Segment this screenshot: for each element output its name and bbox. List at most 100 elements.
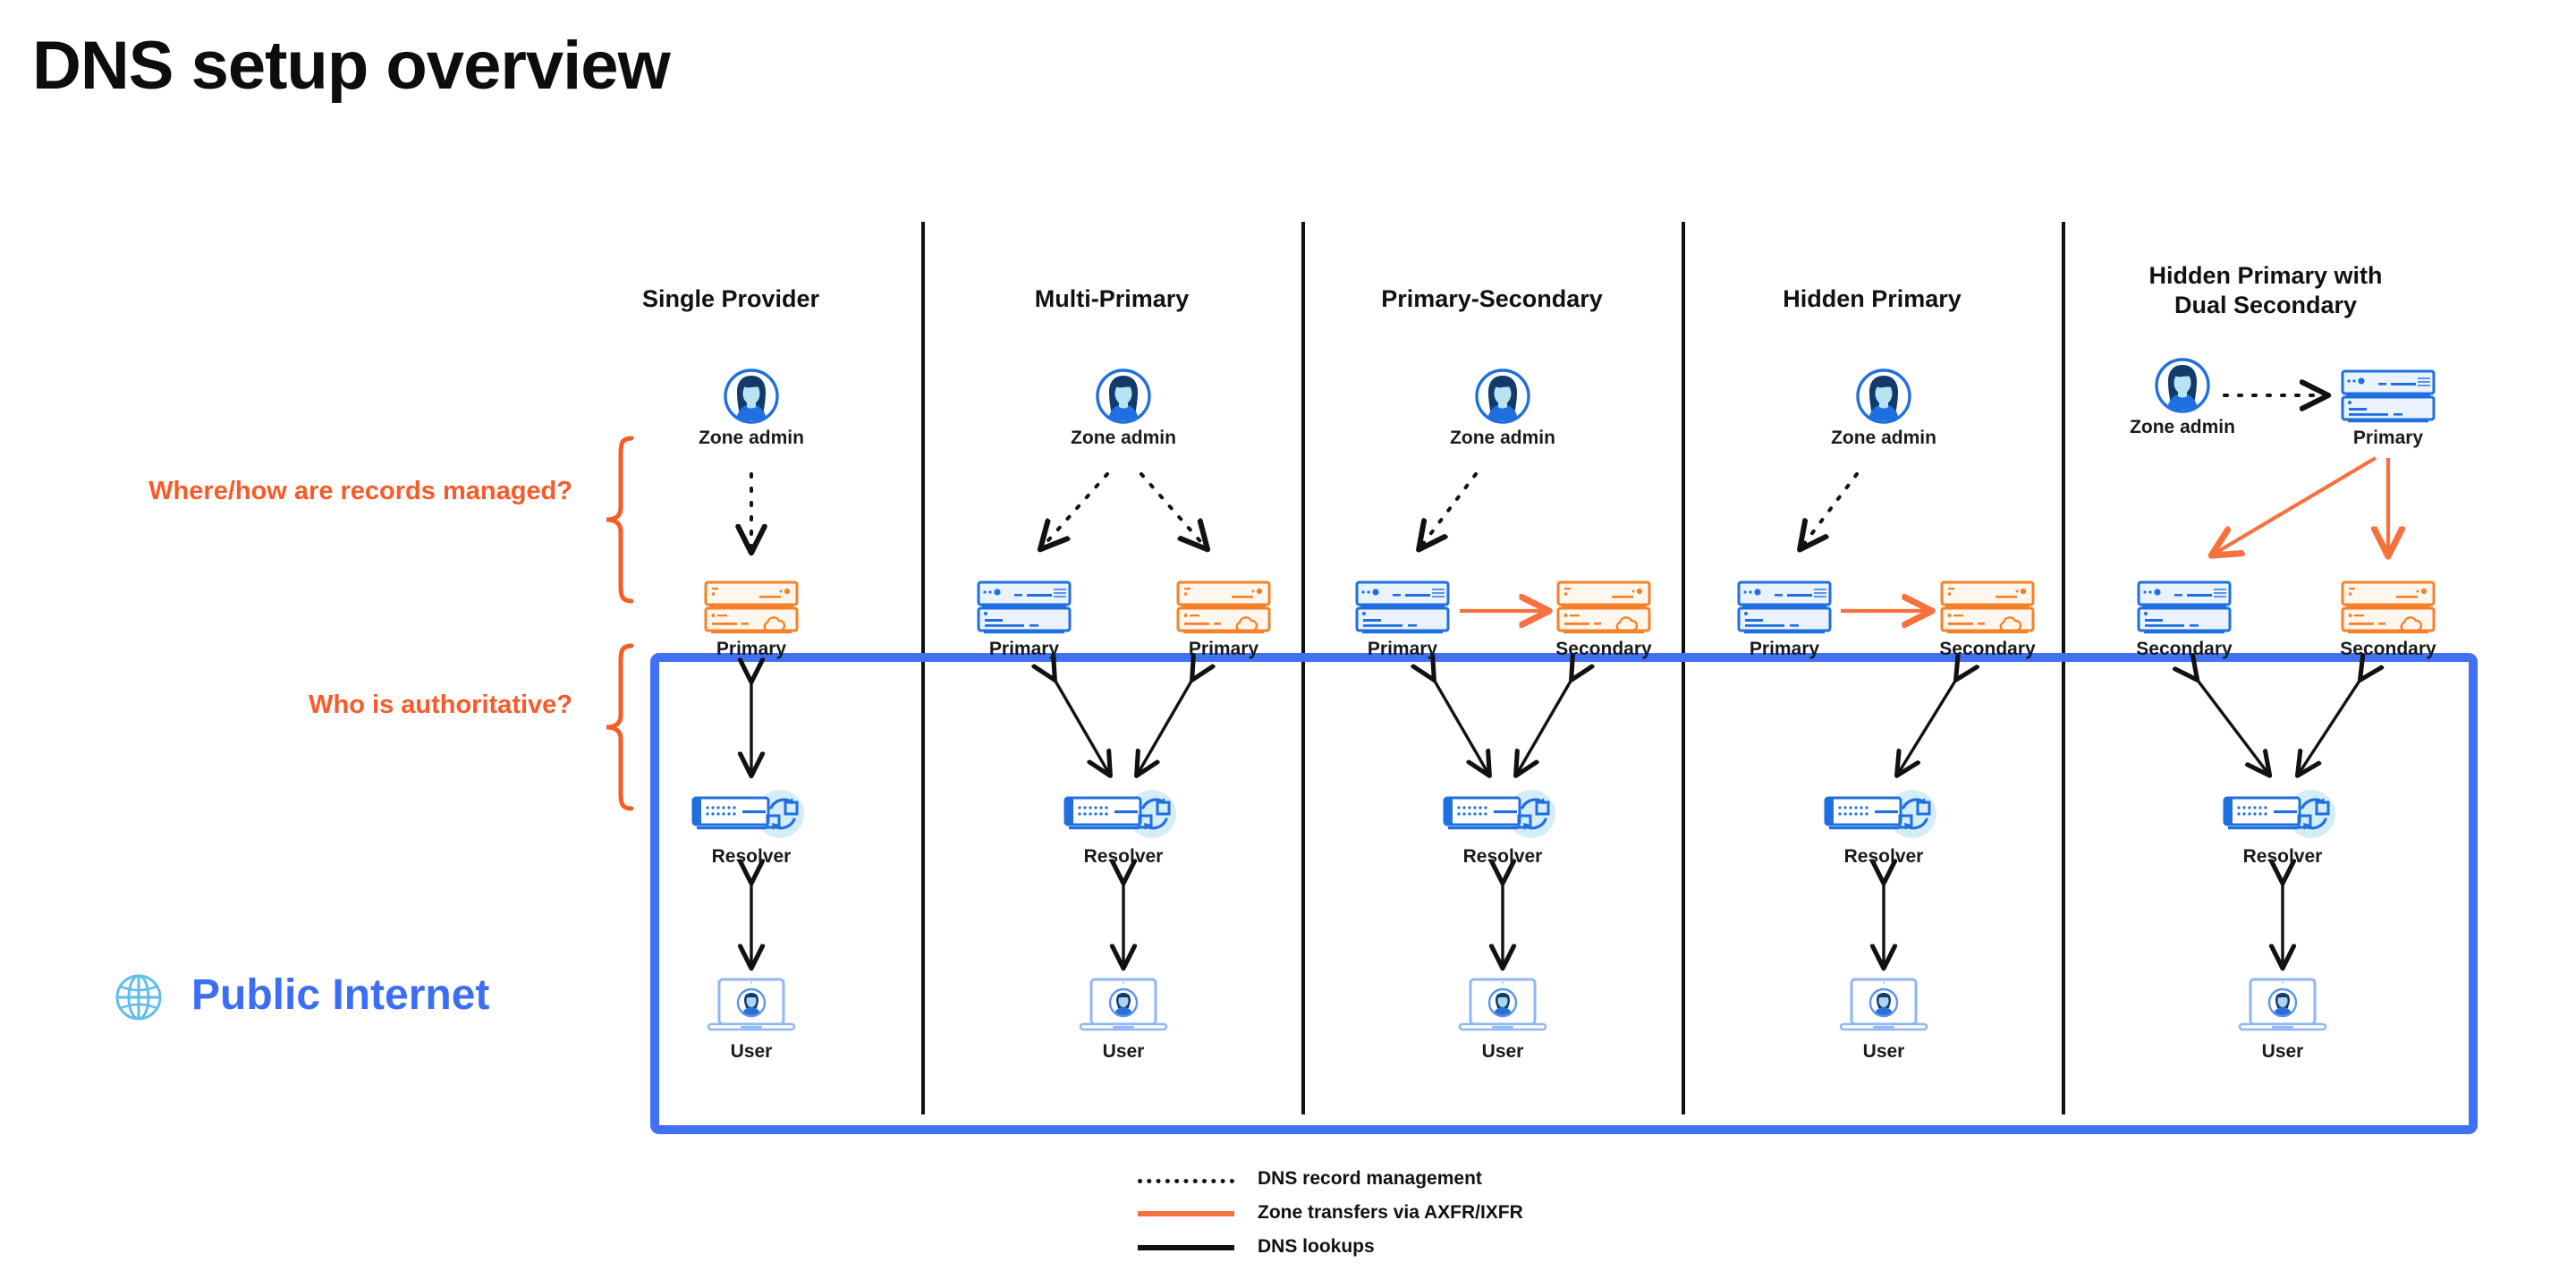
public-internet-label: Public Internet	[191, 971, 490, 1019]
column-divider-3	[1682, 222, 1685, 1114]
node-secondary-right-c5[interactable]: Secondary	[2339, 580, 2437, 659]
zone-admin-avatar-icon	[2155, 358, 2210, 413]
node-secondary-c4[interactable]: Secondary	[1938, 580, 2037, 659]
node-zone-admin-c5[interactable]: Zone admin	[2130, 358, 2235, 437]
laptop-user-icon	[2238, 978, 2327, 1031]
node-label-primary-right-c2: Primary	[1188, 639, 1259, 659]
node-label-primary-c4: Primary	[1749, 639, 1820, 659]
server-icon	[1556, 580, 1651, 634]
node-label-resolver-c3: Resolver	[1462, 846, 1543, 867]
resolver-icon	[691, 790, 804, 838]
node-label-primary-c5: Primary	[2352, 428, 2424, 448]
legend-swatch-dotted-line	[1138, 1179, 1234, 1183]
node-resolver-c5[interactable]: Resolver	[2222, 787, 2343, 867]
node-primary-c4[interactable]: Primary	[1735, 580, 1834, 659]
node-label-zone-admin-c5: Zone admin	[2130, 417, 2235, 437]
node-label-secondary-c4: Secondary	[1939, 639, 2036, 659]
node-label-secondary-c3: Secondary	[1555, 639, 1652, 659]
node-zone-admin-c3[interactable]: Zone admin	[1450, 369, 1555, 448]
annotation-records-managed-label: Where/how are records managed?	[148, 477, 572, 505]
column-header-primary-secondary: Primary-Secondary	[1381, 285, 1603, 312]
server-icon	[704, 580, 799, 634]
zone-admin-avatar-icon	[1856, 369, 1911, 424]
node-label-user-c3: User	[1481, 1041, 1524, 1062]
node-resolver-c2[interactable]: Resolver	[1063, 787, 1184, 867]
legend-swatch-black-line	[1138, 1245, 1234, 1250]
node-user-c3[interactable]: User	[1458, 977, 1547, 1062]
node-resolver-c1[interactable]: Resolver	[691, 787, 812, 867]
column-header-line2: Dual Secondary	[2174, 291, 2358, 318]
column-header-hidden-primary-dual-secondary: Hidden Primary with Dual Secondary	[2105, 261, 2427, 320]
node-user-c2[interactable]: User	[1079, 977, 1168, 1062]
server-icon	[1940, 580, 2035, 634]
arrow-admin-to-primary-c4	[1801, 472, 1859, 547]
resolver-icon	[1063, 790, 1176, 838]
node-primary-right-c2[interactable]: Primary	[1174, 580, 1273, 659]
node-label-primary-c1: Primary	[716, 639, 787, 659]
zone-admin-avatar-icon	[1475, 369, 1530, 424]
node-zone-admin-c4[interactable]: Zone admin	[1831, 369, 1936, 448]
node-label-user-c1: User	[730, 1041, 773, 1062]
node-label-user-c5: User	[2261, 1041, 2304, 1062]
node-zone-admin-c1[interactable]: Zone admin	[699, 369, 804, 448]
arrow-admin-to-primary-right-c2	[1140, 472, 1206, 547]
curly-brace-icon-1	[606, 436, 634, 604]
server-icon	[2341, 369, 2436, 423]
public-internet-boundary-box	[650, 653, 2478, 1134]
node-primary-c5[interactable]: Primary	[2339, 369, 2437, 448]
laptop-user-icon	[1839, 978, 1928, 1031]
node-primary-c1[interactable]: Primary	[702, 580, 801, 659]
node-primary-left-c2[interactable]: Primary	[975, 580, 1073, 659]
node-resolver-c3[interactable]: Resolver	[1442, 787, 1563, 867]
server-icon	[1737, 580, 1832, 634]
server-icon	[1355, 580, 1450, 634]
node-user-c5[interactable]: User	[2238, 977, 2327, 1062]
node-label-zone-admin-c1: Zone admin	[699, 428, 804, 448]
node-user-c1[interactable]: User	[707, 977, 796, 1062]
node-secondary-left-c5[interactable]: Secondary	[2135, 580, 2233, 659]
laptop-user-icon	[1079, 978, 1168, 1031]
legend-label-dns-record-management: DNS record management	[1258, 1168, 1482, 1189]
node-label-secondary-left-c5: Secondary	[2136, 639, 2233, 659]
server-icon	[2341, 580, 2436, 634]
globe-icon	[115, 974, 162, 1021]
server-icon	[1176, 580, 1271, 634]
column-divider-2	[1301, 222, 1305, 1114]
node-secondary-c3[interactable]: Secondary	[1555, 580, 1653, 659]
node-resolver-c4[interactable]: Resolver	[1823, 787, 1945, 867]
node-label-primary-left-c2: Primary	[988, 639, 1060, 659]
node-label-resolver-c4: Resolver	[1843, 846, 1924, 867]
column-divider-4	[2062, 222, 2065, 1114]
arrow-admin-to-primary-left-c2	[1042, 472, 1109, 547]
node-label-primary-c3: Primary	[1367, 639, 1438, 659]
zone-admin-avatar-icon	[1096, 369, 1151, 424]
node-primary-c3[interactable]: Primary	[1353, 580, 1452, 659]
node-label-resolver-c1: Resolver	[711, 846, 792, 867]
node-label-secondary-right-c5: Secondary	[2340, 639, 2436, 659]
server-icon	[2137, 580, 2232, 634]
legend-label-zone-transfers: Zone transfers via AXFR/IXFR	[1258, 1202, 1523, 1223]
column-header-line1: Hidden Primary with	[2148, 262, 2383, 289]
zone-admin-avatar-icon	[724, 369, 779, 424]
legend-label-dns-lookups: DNS lookups	[1258, 1236, 1375, 1257]
legend-swatch-orange-line	[1138, 1211, 1234, 1216]
resolver-icon	[2223, 790, 2335, 838]
server-icon	[977, 580, 1072, 634]
node-label-zone-admin-c2: Zone admin	[1071, 428, 1176, 448]
column-divider-1	[921, 222, 925, 1114]
column-header-multi-primary: Multi-Primary	[1034, 285, 1190, 312]
column-header-hidden-primary: Hidden Primary	[1783, 285, 1962, 312]
node-zone-admin-c2[interactable]: Zone admin	[1071, 369, 1176, 448]
annotation-authoritative-label: Who is authoritative?	[309, 691, 572, 719]
page-title: DNS setup overview	[32, 28, 671, 104]
laptop-user-icon	[1458, 978, 1547, 1031]
arrow-zone-transfer-left-c5	[2213, 456, 2377, 555]
arrow-admin-to-primary-c3	[1420, 472, 1478, 547]
node-label-resolver-c2: Resolver	[1083, 846, 1164, 867]
column-header-single-provider: Single Provider	[641, 285, 820, 312]
node-label-zone-admin-c4: Zone admin	[1831, 428, 1936, 448]
curly-brace-icon-2	[606, 643, 634, 811]
node-user-c4[interactable]: User	[1839, 977, 1928, 1062]
resolver-icon	[1824, 790, 1936, 838]
